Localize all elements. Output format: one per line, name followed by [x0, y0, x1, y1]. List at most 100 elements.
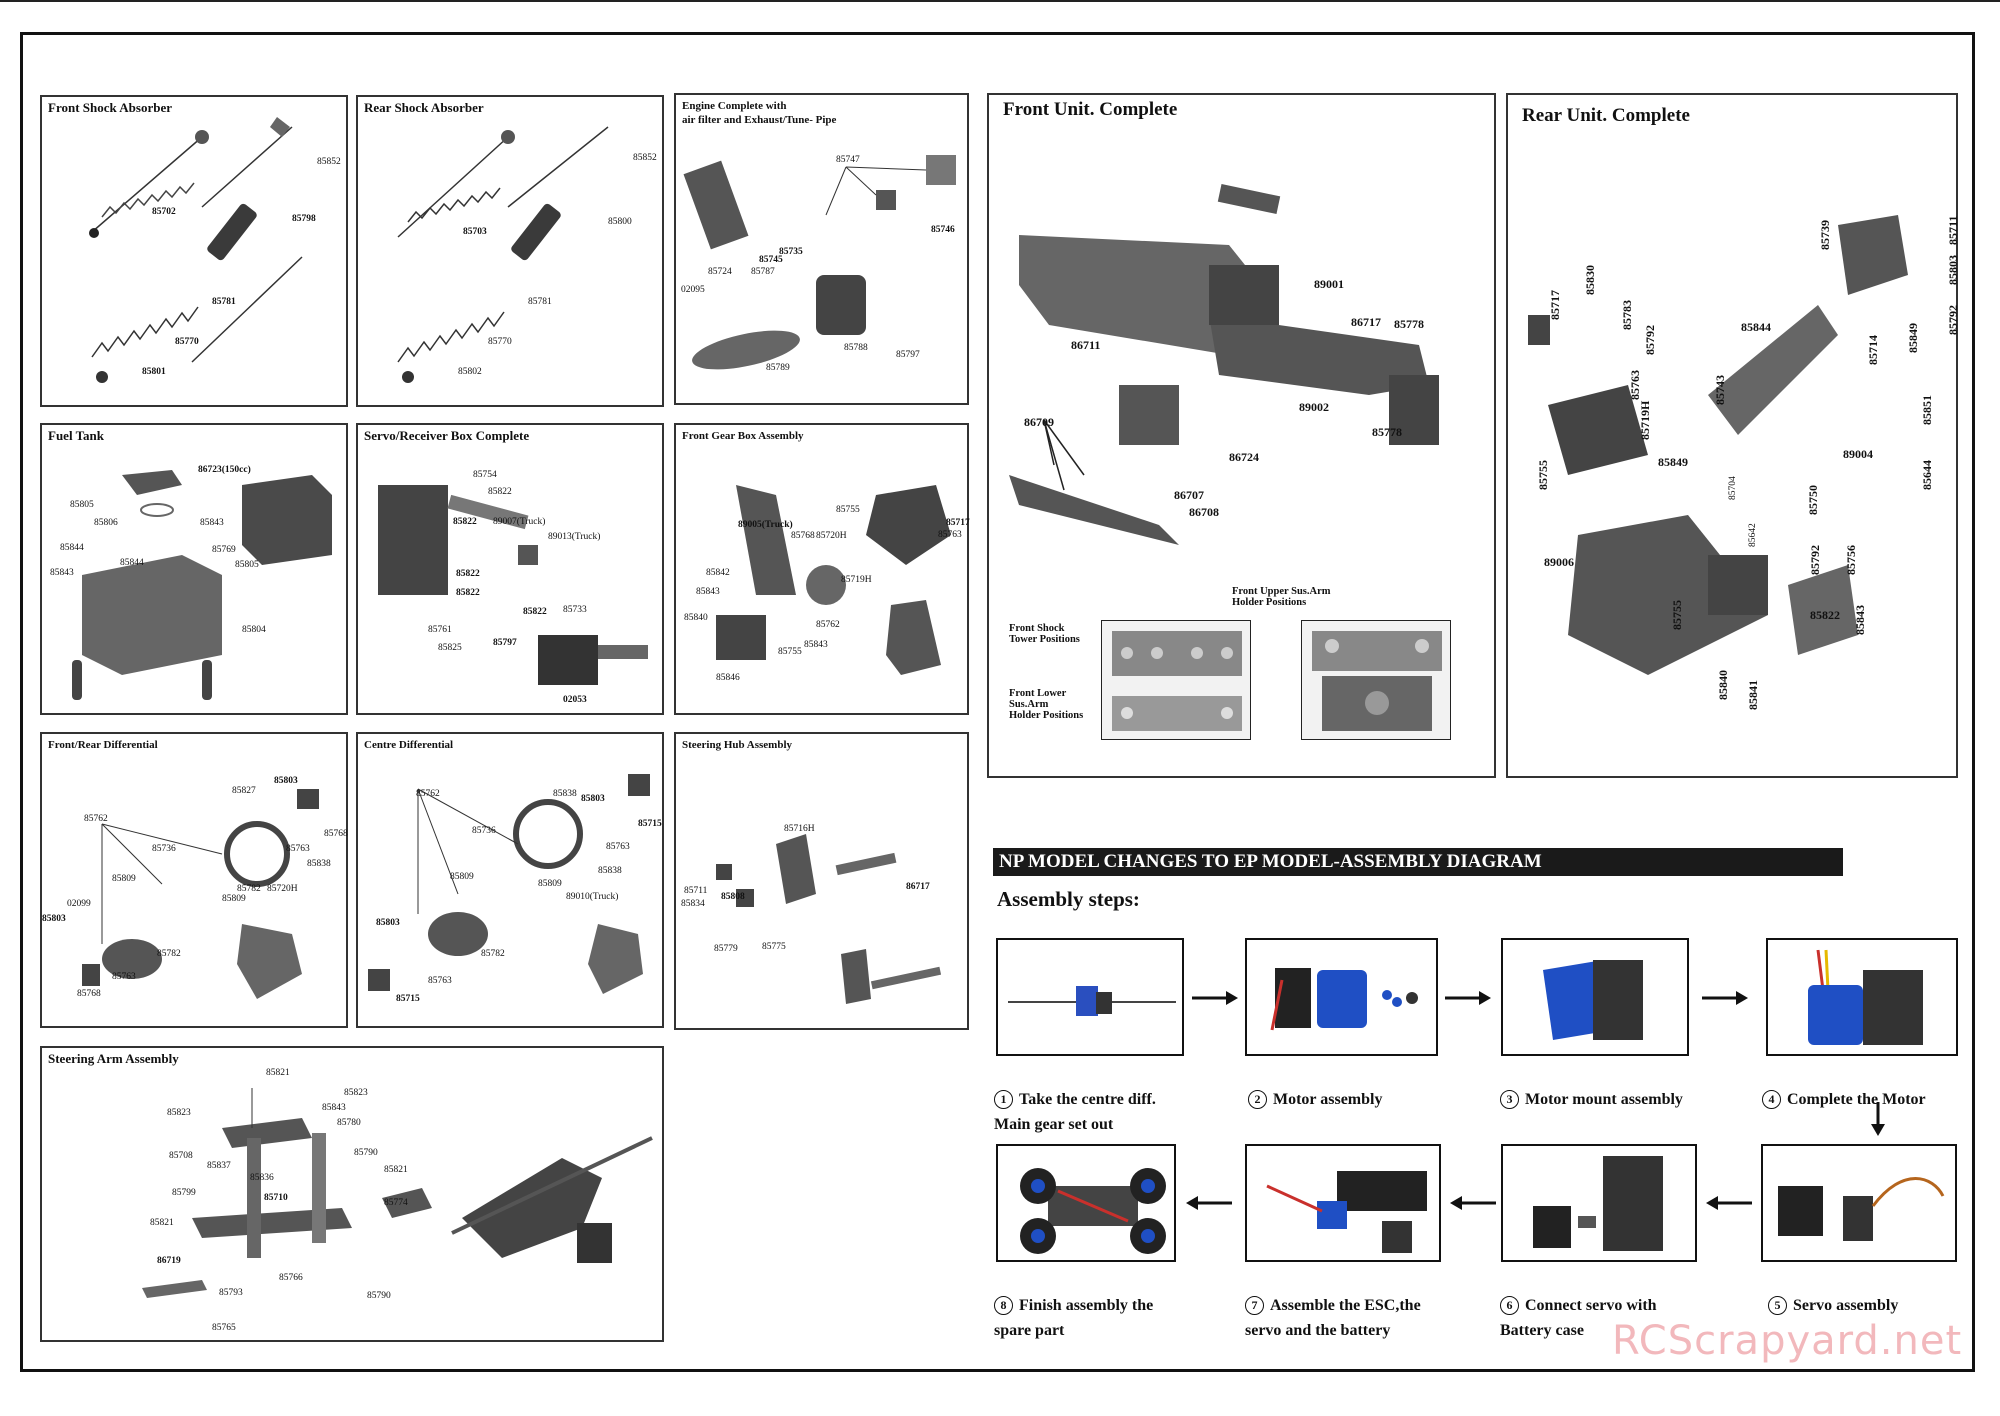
part-number: 02095	[681, 285, 705, 295]
complete-motor-illustration	[1808, 949, 1923, 1045]
part-number: 85809	[222, 894, 246, 904]
part-number: 85755	[1670, 600, 1684, 630]
part-number: 85733	[563, 605, 587, 615]
servo-box-drawing	[378, 485, 648, 685]
part-number: 85711	[1946, 215, 1960, 245]
step-4-image	[1766, 938, 1958, 1056]
part-number: 85843	[804, 640, 828, 650]
np-section-heading: NP MODEL CHANGES TO EP MODEL-ASSEMBLY DI…	[993, 848, 1843, 876]
part-number: 85802	[458, 367, 482, 377]
part-number: 85644	[1920, 460, 1934, 490]
inset-callout: Front Upper Sus.Arm Holder Positions	[1232, 586, 1331, 608]
part-number: 85736	[152, 844, 176, 854]
panel-steering-arm: Steering Arm Assembly 85821 85823 85823 …	[40, 1046, 664, 1342]
part-number: 89006	[1544, 555, 1574, 569]
part-number: 85755	[836, 505, 860, 515]
part-number: 02053	[563, 695, 587, 705]
part-number: 85717	[946, 518, 970, 528]
panel-front-unit: Front Unit. Complete 89001 86717 85778 8…	[987, 93, 1496, 778]
part-number: 85782	[481, 949, 505, 959]
panel-title: Centre Differential	[364, 739, 454, 751]
part-number: 85852	[317, 157, 341, 167]
part-number: 85806	[94, 518, 118, 528]
rear-shock-drawing	[397, 126, 609, 383]
part-number: 85750	[1806, 485, 1820, 515]
part-number: 89005(Truck)	[738, 520, 793, 530]
part-number: 85803	[274, 776, 298, 786]
part-number: 85803	[1946, 255, 1960, 285]
part-number: 85735	[779, 247, 803, 257]
part-number: 85782	[157, 949, 181, 959]
panel-title: Front/Rear Differential	[48, 739, 158, 751]
part-number: 85743	[1713, 375, 1727, 405]
arrow-right-icon	[1192, 991, 1238, 1005]
part-number: 85842	[706, 568, 730, 578]
part-number: 86707	[1174, 488, 1204, 502]
part-number: 85792	[1808, 545, 1822, 575]
fr-diff-drawing	[82, 789, 319, 999]
engine-drawing	[683, 155, 956, 370]
steering-hub-drawing	[716, 834, 942, 1004]
part-number: 85715	[638, 819, 662, 829]
part-number: 85746	[931, 225, 955, 235]
top-rule	[0, 0, 2000, 2]
part-number: 85790	[354, 1148, 378, 1158]
part-number: 85836	[250, 1173, 274, 1183]
part-number: 85710	[264, 1193, 288, 1203]
part-number: 85770	[488, 337, 512, 347]
part-number: 85841	[1746, 680, 1760, 710]
panel-title: Rear Shock Absorber	[364, 100, 484, 115]
inset-callout: Front Shock Tower Positions	[1009, 623, 1080, 645]
part-number: 85787	[751, 267, 775, 277]
part-number: 85823	[344, 1088, 368, 1098]
inset-callout: Front Lower Sus.Arm Holder Positions	[1009, 688, 1084, 721]
sheet-frame	[20, 32, 1975, 1372]
part-number: 85840	[684, 613, 708, 623]
part-number: 85755	[778, 647, 802, 657]
part-number: 85708	[169, 1151, 193, 1161]
part-number: 85821	[266, 1068, 290, 1078]
part-number: 85843	[50, 568, 74, 578]
part-number: 85763	[1628, 370, 1642, 400]
part-number: 85783	[1620, 300, 1634, 330]
part-number: 85714	[1866, 335, 1880, 365]
part-number: 85778	[1372, 425, 1402, 439]
part-number: 85720H	[267, 884, 298, 894]
part-number: 86711	[1071, 338, 1101, 352]
panel-front-gear-box: Front Gear Box Assembly 89005(Truck) 857…	[674, 423, 970, 715]
part-number: 85711	[684, 886, 708, 896]
part-number: 89004	[1843, 447, 1873, 461]
part-number: 86709	[1024, 415, 1054, 429]
part-number: 86719	[157, 1256, 181, 1266]
part-number: 85745	[759, 255, 783, 265]
step-text: Complete the Motor	[1787, 1091, 1926, 1108]
part-number: 85821	[384, 1165, 408, 1175]
step-2-image	[1245, 938, 1438, 1056]
motor-illustration	[1270, 968, 1418, 1031]
part-number: 85843	[696, 587, 720, 597]
step-text: Finish assembly the spare part	[994, 1297, 1154, 1339]
step-number: 4	[1762, 1090, 1781, 1109]
part-number: 85838	[307, 859, 331, 869]
part-number: 85793	[219, 1288, 243, 1298]
panel-centre-diff: Centre Differential 85762 85838 85803 85…	[356, 732, 664, 1028]
step-8-image	[996, 1144, 1176, 1262]
part-number: 85825	[438, 643, 462, 653]
part-number: 85852	[633, 153, 657, 163]
part-number: 85780	[337, 1118, 361, 1128]
front-unit-drawing	[1009, 183, 1439, 545]
servo-battery-case-illustration	[1533, 1156, 1663, 1251]
steering-arm-drawing	[142, 1088, 653, 1298]
step-number: 5	[1768, 1296, 1787, 1315]
part-number: 85800	[608, 217, 632, 227]
part-number: 85717	[1548, 290, 1562, 320]
panel-title: Steering Arm Assembly	[48, 1051, 179, 1066]
servo-illustration	[1778, 1177, 1945, 1241]
part-number: 89013(Truck)	[548, 532, 601, 542]
part-number: 89007(Truck)	[493, 517, 546, 527]
panel-front-shock: Front Shock Absorber 85852 85702 85798 8…	[40, 95, 348, 407]
front-shock-drawing	[89, 117, 303, 383]
panel-servo-box: Servo/Receiver Box Complete 85754 85822 …	[356, 423, 664, 715]
